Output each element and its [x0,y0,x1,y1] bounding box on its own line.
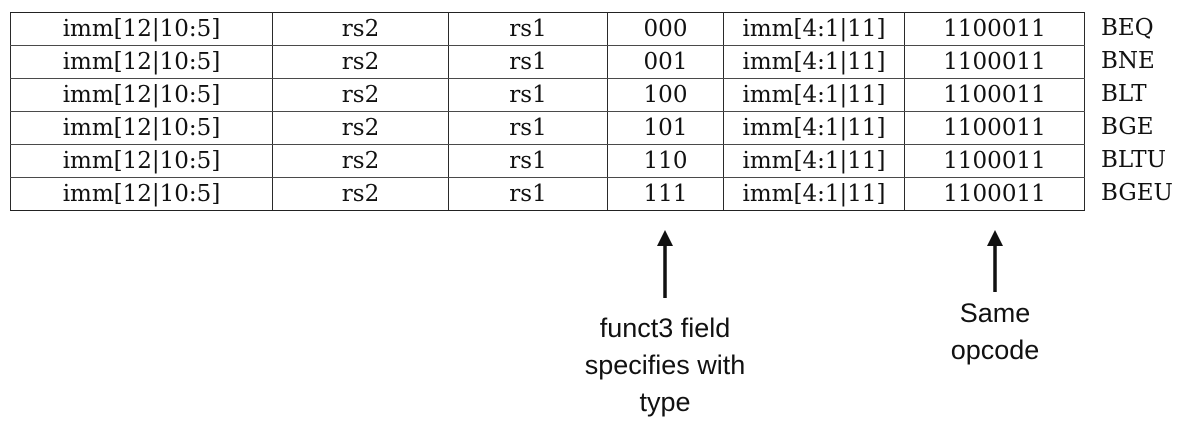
rs1-cell: rs1 [448,144,608,178]
rs2-cell: rs2 [272,45,449,79]
funct3-annotation-line: specifies with [584,350,746,380]
opcode-arrow-icon [985,230,1005,292]
imm-high-cell: imm[12|10:5] [10,144,273,178]
instruction-mnemonic: BEQ [1101,15,1154,41]
funct3-annotation-line: funct3 field [599,313,731,343]
instruction-mnemonic: BGEU [1101,180,1173,206]
rs2-cell: rs2 [272,78,449,112]
opcode-cell: 1100011 [904,177,1085,211]
rs1-cell: rs1 [448,45,608,79]
funct3-cell: 110 [607,144,724,178]
imm-high-cell: imm[12|10:5] [10,78,273,112]
opcode-annotation-line: Same [959,298,1031,328]
imm-low-cell: imm[4:1|11] [723,144,905,178]
rs1-cell: rs1 [448,177,608,211]
imm-low-cell: imm[4:1|11] [723,45,905,79]
imm-low-cell: imm[4:1|11] [723,111,905,145]
funct3-annotation-line: type [639,387,691,417]
instruction-mnemonic: BGE [1101,114,1154,140]
opcode-cell: 1100011 [904,45,1085,79]
opcode-annotation: Same opcode [915,295,1075,369]
opcode-cell: 1100011 [904,78,1085,112]
funct3-annotation: funct3 field specifies with type [555,310,775,421]
imm-low-cell: imm[4:1|11] [723,78,905,112]
instruction-mnemonic: BLT [1101,81,1147,107]
funct3-cell: 001 [607,45,724,79]
funct3-cell: 100 [607,78,724,112]
opcode-cell: 1100011 [904,144,1085,178]
rs2-cell: rs2 [272,111,449,145]
rs1-cell: rs1 [448,12,608,46]
rs2-cell: rs2 [272,12,449,46]
rs2-cell: rs2 [272,177,449,211]
funct3-cell: 000 [607,12,724,46]
funct3-cell: 101 [607,111,724,145]
instruction-mnemonic: BNE [1101,48,1155,74]
rs1-cell: rs1 [448,78,608,112]
imm-high-cell: imm[12|10:5] [10,45,273,79]
imm-high-cell: imm[12|10:5] [10,111,273,145]
opcode-cell: 1100011 [904,111,1085,145]
rs2-cell: rs2 [272,144,449,178]
funct3-cell: 111 [607,177,724,211]
opcode-annotation-line: opcode [950,335,1040,365]
imm-low-cell: imm[4:1|11] [723,12,905,46]
imm-high-cell: imm[12|10:5] [10,12,273,46]
rs1-cell: rs1 [448,111,608,145]
instruction-mnemonic: BLTU [1101,147,1167,173]
imm-low-cell: imm[4:1|11] [723,177,905,211]
opcode-cell: 1100011 [904,12,1085,46]
funct3-arrow-icon [655,230,675,298]
imm-high-cell: imm[12|10:5] [10,177,273,211]
